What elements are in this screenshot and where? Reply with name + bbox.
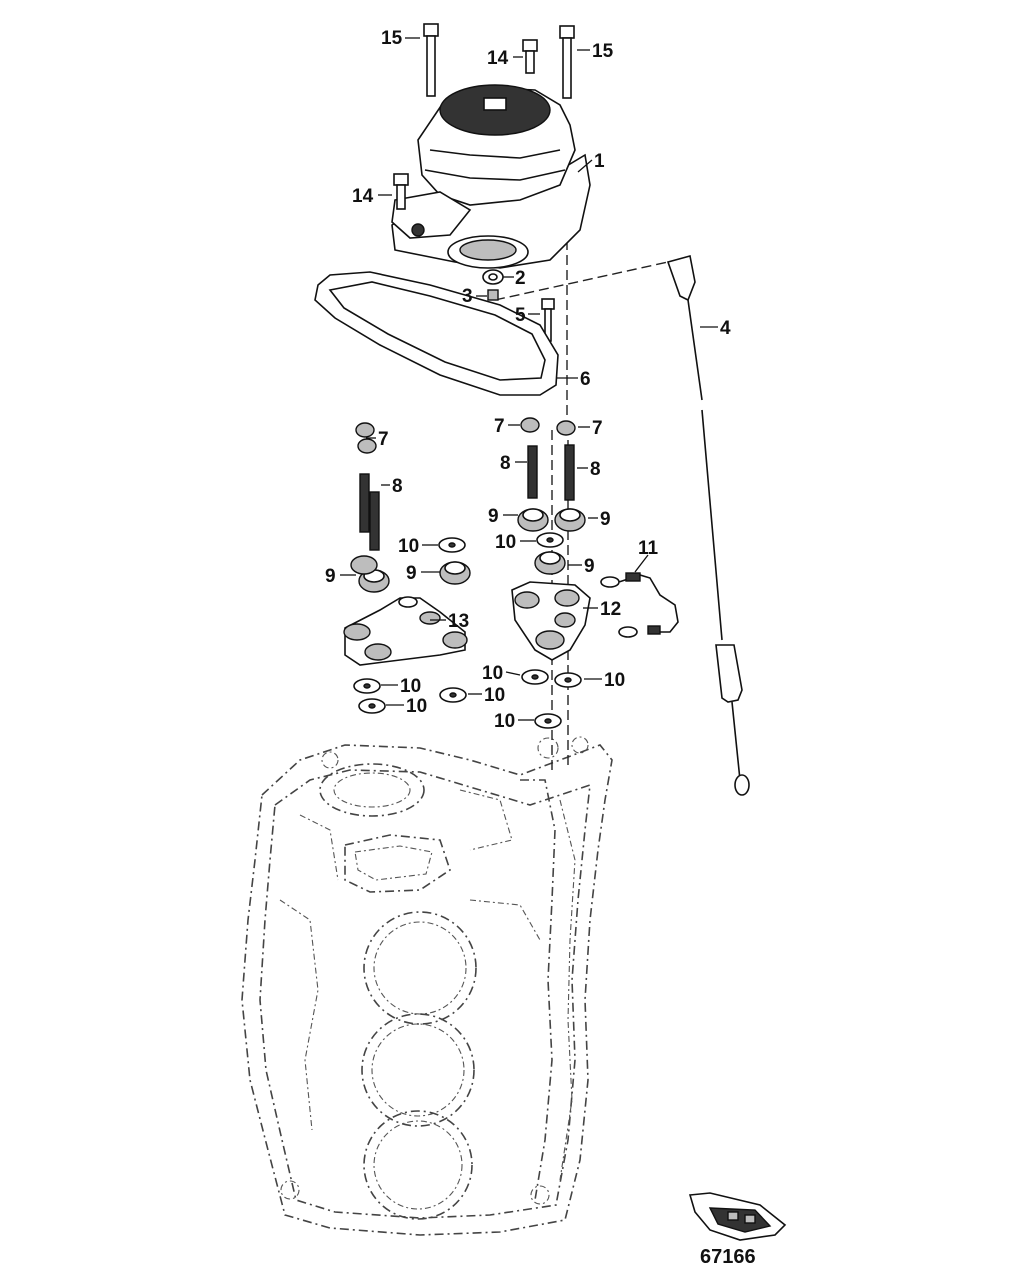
callout-10-center-c: 10 [494,711,515,732]
nut-7-center [520,417,540,433]
mount-9-center-lower [534,551,566,575]
bolt-14-side [393,173,409,210]
callout-10-upper-left: 10 [398,536,419,557]
callout-7-right: 7 [592,418,603,439]
ground-strap-11 [600,572,679,638]
callout-9-center-lower: 9 [584,556,595,577]
washer-10-left-a [353,678,381,694]
callout-8-left: 8 [392,476,403,497]
callout-10-left-c: 10 [484,685,505,706]
engine-block-outline [241,736,613,1236]
callout-labels: 15 14 15 1 14 2 3 5 4 6 7 7 7 8 8 8 9 9 … [325,28,731,732]
bolt-14-top [522,39,538,74]
callout-13: 13 [448,611,469,632]
callout-8-center: 8 [500,453,511,474]
washer-2 [482,269,504,285]
stud-8-center [527,445,538,499]
mount-9-left-right [439,561,471,585]
alternator [391,84,591,269]
washer-10-left-c [439,687,467,703]
callout-9-left-right: 9 [406,563,417,584]
nut-3 [487,289,499,301]
engine-locator-thumbnail-icon [688,1192,787,1241]
nut-7-left-top [355,422,377,454]
mount-9-center-right [554,508,586,532]
bolt-15-left [423,23,439,97]
figure-id: 67166 [700,1246,756,1268]
washer-10-upper-center [536,532,564,548]
callout-10-upper-center: 10 [495,532,516,553]
callout-2: 2 [515,268,526,289]
callout-12: 12 [600,599,621,620]
callout-14-side: 14 [352,186,374,207]
mount-9-left [350,555,390,593]
callout-5: 5 [515,305,526,326]
callout-10-center-b: 10 [604,670,625,691]
nut-7-right [556,420,576,436]
callout-7-center: 7 [494,416,505,437]
stud-8-left-2 [369,491,380,551]
callout-leaders [340,37,718,721]
callout-9-center-left: 9 [488,506,499,527]
callout-10-left-a: 10 [400,676,421,697]
washer-10-center-c [534,713,562,729]
callout-6: 6 [580,369,591,390]
callout-1: 1 [594,151,605,172]
callout-8-right: 8 [590,459,601,480]
dipstick-assembly [666,255,750,796]
washer-10-left-b [358,698,386,714]
washer-10-upper-left [438,537,466,553]
stud-8-right [564,444,575,501]
callout-4: 4 [720,318,731,339]
callout-9-left: 9 [325,566,336,587]
callout-11: 11 [638,538,659,559]
washer-10-center-a [521,669,549,685]
callout-10-left-b: 10 [406,696,427,717]
mount-9-center-left [517,508,549,532]
callout-3: 3 [462,286,473,307]
bracket-13 [343,596,468,666]
callout-10-center-a: 10 [482,663,503,684]
callout-15-right: 15 [592,41,614,62]
callout-14-top: 14 [487,48,509,69]
callout-9-center-right: 9 [600,509,611,530]
washer-10-center-b [554,672,582,688]
bracket-12 [511,581,591,661]
bolt-15-right [559,25,575,99]
callout-7-left: 7 [378,429,389,450]
bolt-5 [541,298,555,342]
stud-8-left-1 [359,473,370,533]
drive-belt [314,271,559,396]
callout-15-left: 15 [381,28,403,49]
